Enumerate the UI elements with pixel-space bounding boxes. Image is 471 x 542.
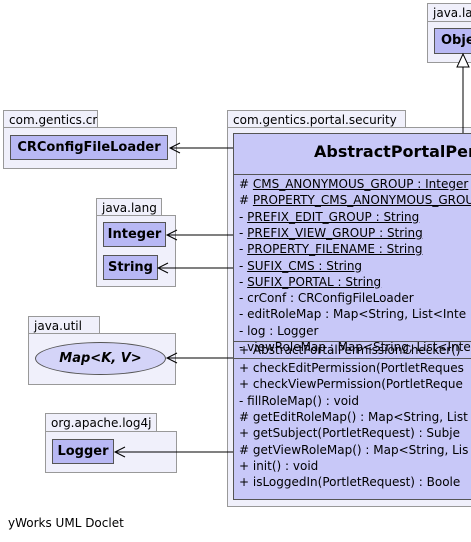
class-logger-label: Logger	[57, 444, 109, 459]
arrowhead-logger	[113, 446, 126, 458]
field-line: - log : Logger	[239, 323, 319, 338]
class-string[interactable]: String	[103, 255, 158, 280]
field-line: - editRoleMap : Map<String, List<Inte	[239, 307, 467, 322]
class-integer[interactable]: Integer	[103, 222, 166, 247]
package-name-java-util: java.util	[34, 319, 82, 333]
constructors-separator	[234, 341, 471, 342]
footer-credit: yWorks UML Doclet	[8, 516, 124, 530]
package-tab-java-lang: java.lang	[96, 198, 162, 217]
class-crconfigfileloader-label: CRConfigFileLoader	[17, 140, 161, 155]
package-tab-security: com.gentics.portal.security	[227, 110, 406, 129]
field-line: - SUFIX_PORTAL : String	[239, 274, 382, 289]
field-line: - PREFIX_EDIT_GROUP : String	[239, 209, 420, 224]
field-line: # CMS_ANONYMOUS_GROUP : Integer	[239, 177, 469, 191]
field-line: # PROPERTY_CMS_ANONYMOUS_GROUP	[239, 193, 471, 208]
method-line: # getEditRoleMap() : Map<String, List	[239, 409, 468, 424]
field-line: - PROPERTY_FILENAME : String	[239, 242, 423, 257]
main-class-title: AbstractPortalPer	[314, 142, 471, 161]
class-object-label: Obje	[441, 33, 471, 48]
class-object[interactable]: Obje	[434, 28, 471, 54]
package-name-log4j: org.apache.log4j	[51, 416, 152, 430]
inheritance-triangle-object	[456, 52, 470, 68]
method-line: # getViewRoleMap() : Map<String, Lis	[239, 442, 469, 457]
method-line: - fillRoleMap() : void	[239, 393, 359, 408]
method-line: + checkEditPermission(PortletReques	[239, 361, 464, 375]
package-name-cr: com.gentics.cr	[9, 113, 98, 127]
arrowhead-map	[165, 352, 178, 364]
package-name-java-lang-top: java.la	[433, 6, 471, 20]
field-line: - viewRoleMap : Map<String, List<Inte	[239, 340, 471, 354]
method-line: + isLoggedIn(PortletRequest) : Boole	[239, 475, 461, 490]
constructor-line: + AbstractPortalPermissionChecker()	[239, 343, 461, 357]
fields-separator	[234, 174, 471, 175]
method-line: + checkViewPermission(PortletReque	[239, 377, 463, 392]
arrowhead-integer	[165, 229, 178, 241]
field-line: - PREFIX_VIEW_GROUP : String	[239, 225, 423, 240]
interface-map[interactable]: Map<K, V>	[35, 342, 166, 375]
arrowhead-string	[156, 262, 169, 274]
class-string-label: String	[107, 260, 153, 275]
interface-map-label: Map<K, V>	[59, 351, 142, 366]
class-abstract-portal-permission-checker[interactable]: AbstractPortalPer # CMS_ANONYMOUS_GROUP …	[233, 133, 471, 500]
method-line: + getSubject(PortletRequest) : Subje	[239, 426, 460, 441]
class-integer-label: Integer	[107, 227, 162, 242]
package-name-java-lang: java.lang	[102, 201, 157, 215]
package-name-security: com.gentics.portal.security	[233, 113, 397, 127]
arrowhead-crconfigfileloader	[168, 142, 181, 154]
methods-separator	[234, 358, 471, 359]
class-crconfigfileloader[interactable]: CRConfigFileLoader	[10, 135, 168, 160]
field-line: - SUFIX_CMS : String	[239, 258, 363, 273]
method-line: + init() : void	[239, 458, 319, 473]
field-line: - crConf : CRConfigFileLoader	[239, 291, 414, 306]
class-logger[interactable]: Logger	[52, 439, 114, 464]
